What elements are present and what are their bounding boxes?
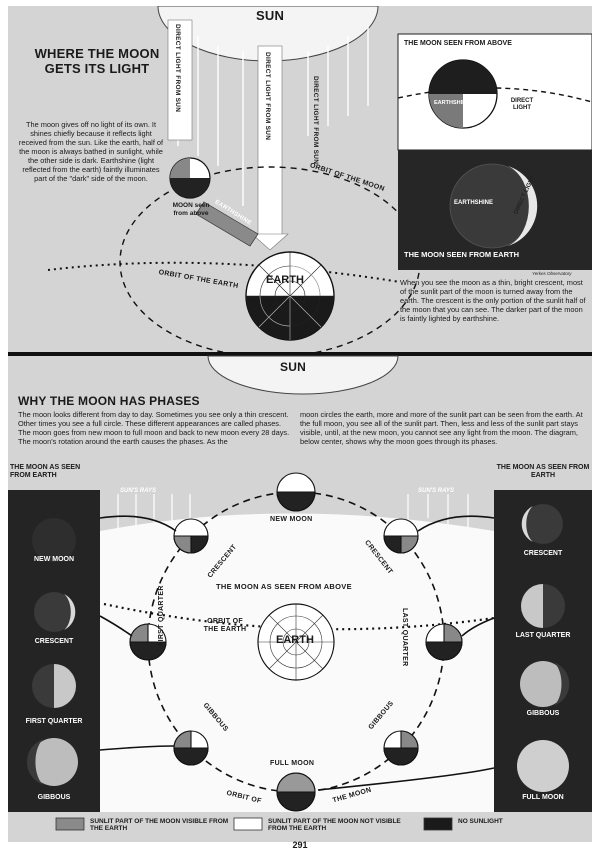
- orbit-moon-full: [276, 772, 316, 812]
- left-photo-gibbous: [30, 738, 78, 786]
- legend-no-sunlight-text: NO SUNLIGHT: [458, 818, 503, 825]
- right-photo-label-full-moon: FULL MOON: [494, 794, 592, 804]
- direct-light-column-2: [257, 45, 283, 237]
- right-photo-crescent: [521, 506, 533, 542]
- direct-light-label-3: DIRECT LIGHT FROM SUN: [312, 76, 319, 165]
- left-photo-new-moon: [32, 518, 76, 562]
- left-photo-label-text: FIRST QUARTER: [25, 718, 83, 725]
- left-photo-crescent: [64, 594, 76, 630]
- left-photo-label-text: GIBBOUS: [37, 794, 71, 801]
- phases-title: WHY THE MOON HAS PHASES: [18, 394, 200, 408]
- moon-above-diagram: [428, 59, 498, 129]
- left-photo-crescent-bg: [34, 592, 74, 632]
- right-photos-header: THE MOON AS SEEN FROM EARTH: [496, 464, 590, 479]
- legend-not-visible-text: SUNLIT PART OF THE MOON NOT VISIBLE FROM…: [268, 818, 401, 832]
- moon-above-title: THE MOON SEEN FROM ABOVE: [404, 40, 512, 47]
- right-photo-last-quarter: [521, 584, 543, 628]
- diagram-new-moon: NEW MOON: [270, 516, 313, 523]
- diagram-first-quarter: FIRST QUARTER: [158, 585, 165, 646]
- title-line-2: GETS ITS LIGHT: [44, 61, 150, 76]
- diagram-earth: EARTH: [276, 634, 314, 646]
- earth-label-top: EARTH: [266, 274, 304, 286]
- diagram-orbit-earth: ORBIT OF THE EARTH: [203, 618, 247, 633]
- earthshine-small-label: EARTHSHINE: [434, 100, 470, 106]
- right-photo-label-text: LAST QUARTER: [515, 632, 571, 639]
- orbit-moon-gibbous-left: [173, 730, 209, 766]
- title-line-1: WHERE THE MOON: [34, 46, 160, 61]
- direct-light-label-2: DIRECT LIGHT FROM SUN: [264, 52, 271, 141]
- direct-light-label-1: DIRECT LIGHT FROM SUN: [174, 24, 181, 113]
- left-photo-label-new-moon: NEW MOON: [8, 556, 100, 566]
- diagram-seen-from-above: THE MOON AS SEEN FROM ABOVE: [216, 582, 352, 591]
- sun-arc-bottom: [207, 355, 399, 395]
- orbit-moon-first-quarter: [129, 623, 167, 661]
- left-photo-label-text: NEW MOON: [33, 556, 75, 563]
- right-photo-label-gibbous: GIBBOUS: [494, 710, 592, 720]
- left-photo-label-crescent: CRESCENT: [8, 638, 100, 648]
- right-photo-label-crescent: CRESCENT: [494, 550, 592, 560]
- earth-top: [245, 251, 335, 341]
- left-photo-label-text: CRESCENT: [34, 638, 74, 645]
- orbit-moon-gibbous-right: [383, 730, 419, 766]
- direct-light-small-label: DIRECT LIGHT: [510, 98, 534, 111]
- direct-light-arrowhead: [251, 233, 289, 251]
- top-illustration: [8, 6, 592, 831]
- photo-connectors: [99, 515, 495, 791]
- crescent-paragraph: When you see the moon as a thin, bright …: [400, 278, 586, 323]
- right-photo-label-text: GIBBOUS: [526, 710, 560, 717]
- sun-label-bottom: SUN: [280, 360, 306, 374]
- direct-light-column-1: [167, 19, 193, 141]
- sun-rays-label-right: SUN'S RAYS: [418, 488, 454, 494]
- right-photo-label-text: FULL MOON: [522, 794, 564, 801]
- diagram-full-moon: FULL MOON: [270, 760, 315, 767]
- phases-paragraph-left: The moon looks different from day to day…: [18, 410, 290, 446]
- orbit-moon-last-quarter: [425, 623, 463, 661]
- crescent-highlight: [508, 166, 538, 246]
- legend-swatch-not-visible: [233, 817, 263, 831]
- textbook-page: SUN WHERE THE MOON GETS ITS LIGHT The mo…: [8, 6, 592, 842]
- intro-paragraph: The moon gives off no light of its own. …: [18, 120, 164, 183]
- left-photo-label-gibbous: GIBBOUS: [8, 794, 100, 804]
- sun-label-top: SUN: [256, 8, 285, 23]
- page-number: 291: [292, 840, 308, 850]
- legend-swatch-no-sunlight: [423, 817, 453, 831]
- legend-swatch-visible: [55, 817, 85, 831]
- moon-seen-caption: MOON seen from above: [172, 202, 210, 217]
- section-divider: [8, 352, 592, 356]
- orbit-moon-crescent-left: [173, 518, 209, 554]
- left-photo-label-first-quarter: FIRST QUARTER: [8, 718, 100, 728]
- right-photo-label-last-quarter: LAST QUARTER: [494, 632, 592, 642]
- left-photo-first-quarter: [54, 664, 76, 708]
- phases-paragraph-right: moon circles the earth, more and more of…: [300, 410, 583, 446]
- earth-bottom: [257, 603, 335, 681]
- orbit-moon-crescent-right: [383, 518, 419, 554]
- right-photo-full-moon: [517, 740, 569, 792]
- title-where-moon: WHERE THE MOON GETS ITS LIGHT: [22, 46, 172, 76]
- earth-orbit-top: [47, 261, 401, 283]
- legend-visible-text: SUNLIT PART OF THE MOON VISIBLE FROM THE…: [90, 818, 229, 832]
- diagram-last-quarter: LAST QUARTER: [401, 608, 408, 667]
- right-photo-gibbous: [520, 661, 566, 707]
- right-photo-label-text: CRESCENT: [523, 550, 563, 557]
- sun-rays-label-left: SUN'S RAYS: [120, 488, 156, 494]
- earthshine-photo-label: EARTHSHINE: [454, 200, 494, 206]
- moon-seen-from-above-top: [169, 157, 211, 199]
- moon-from-earth-title: THE MOON SEEN FROM EARTH: [404, 250, 520, 259]
- left-photos-header: THE MOON AS SEEN FROM EARTH: [10, 464, 81, 479]
- earthshine-beam: [195, 201, 259, 247]
- orbit-moon-new: [276, 472, 316, 512]
- photo-credit: Yerkes Observatory: [532, 271, 572, 276]
- orbit-moons: [129, 472, 463, 812]
